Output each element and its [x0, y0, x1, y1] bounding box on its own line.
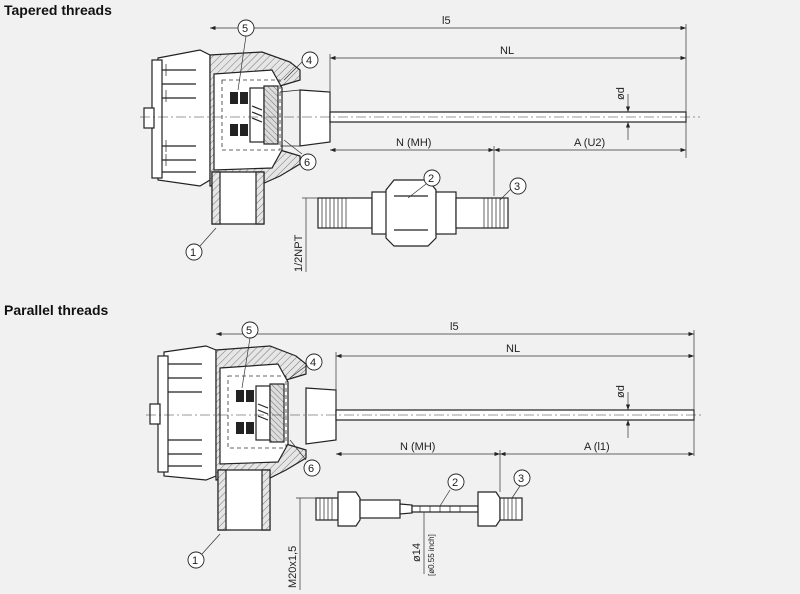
label-thread: 1/2NPT	[293, 234, 305, 272]
dimension-nl: NL	[335, 343, 694, 410]
callout-4: 4	[283, 51, 319, 81]
dimension-a: A (U2)	[494, 137, 686, 153]
terminal-block-outline	[221, 79, 281, 151]
label-shaft-dia: ø14	[411, 543, 423, 562]
callout-6: 6	[283, 139, 317, 171]
label-n-mh: N (MH)	[396, 137, 431, 149]
parallel-threads-drawing: l5 NL ød N (MH) A (l1) M20x1,5 ø14 [ø0.5…	[146, 321, 704, 590]
housing-cap	[149, 345, 217, 481]
svg-text:4: 4	[310, 357, 316, 369]
terminal-block	[230, 85, 279, 145]
svg-text:1: 1	[192, 555, 198, 567]
housing-neck	[299, 89, 331, 147]
callout-2: 2	[439, 473, 465, 507]
svg-text:1: 1	[190, 247, 196, 259]
svg-text:2: 2	[428, 173, 434, 185]
svg-text:5: 5	[242, 23, 248, 35]
callout-2: 2	[407, 169, 441, 199]
svg-text:3: 3	[518, 473, 524, 485]
callout-5: 5	[241, 321, 259, 389]
tapered-threads-drawing: l5 NL ød N (MH) A (U2) 1/2NPT 5 4 6	[140, 15, 700, 272]
label-nl: NL	[500, 45, 514, 57]
dimension-thread: 1/2NPT	[293, 197, 318, 272]
callout-4: 4	[289, 353, 323, 379]
svg-text:6: 6	[304, 157, 310, 169]
dimension-a: A (l1)	[500, 441, 694, 457]
dimension-diameter: ød	[615, 385, 631, 438]
label-l5: l5	[442, 15, 451, 27]
housing-cap	[143, 49, 211, 187]
dimension-nl: NL	[329, 45, 686, 112]
housing-neck	[305, 387, 337, 445]
section-heading-tapered: Tapered threads	[4, 2, 112, 18]
label-diameter: ød	[615, 87, 627, 100]
label-shaft-dia-inch: [ø0.55 inch]	[427, 534, 436, 576]
dimension-shaft-dia: ø14 [ø0.55 inch]	[411, 512, 436, 576]
dimension-thread: M20x1,5	[287, 497, 316, 590]
label-nl: NL	[506, 343, 520, 355]
svg-text:3: 3	[514, 181, 520, 193]
label-l5: l5	[450, 321, 459, 333]
label-a-dim: A (U2)	[574, 137, 605, 149]
dimension-l5: l5	[210, 15, 687, 158]
dimension-n-mh: N (MH)	[330, 137, 495, 196]
label-a-dim: A (l1)	[584, 441, 610, 453]
label-n-mh: N (MH)	[400, 441, 435, 453]
callout-6: 6	[289, 439, 321, 477]
label-thread: M20x1,5	[287, 546, 299, 588]
svg-text:2: 2	[452, 477, 458, 489]
callout-1: 1	[185, 227, 217, 261]
compression-fitting	[315, 491, 523, 527]
callout-3: 3	[511, 469, 531, 499]
compression-fitting	[317, 179, 509, 247]
dimension-diameter: ød	[615, 87, 631, 140]
callout-1: 1	[187, 533, 221, 569]
dimension-l5: l5	[216, 321, 695, 456]
section-heading-parallel: Parallel threads	[4, 302, 109, 318]
svg-text:6: 6	[308, 463, 314, 475]
callout-3: 3	[499, 177, 527, 201]
label-diameter: ød	[615, 385, 627, 398]
svg-text:5: 5	[246, 325, 252, 337]
svg-text:4: 4	[306, 55, 312, 67]
terminal-block-outline	[227, 375, 287, 449]
callout-5: 5	[237, 19, 255, 91]
terminal-block	[236, 383, 285, 443]
dimension-n-mh: N (MH)	[336, 441, 501, 492]
